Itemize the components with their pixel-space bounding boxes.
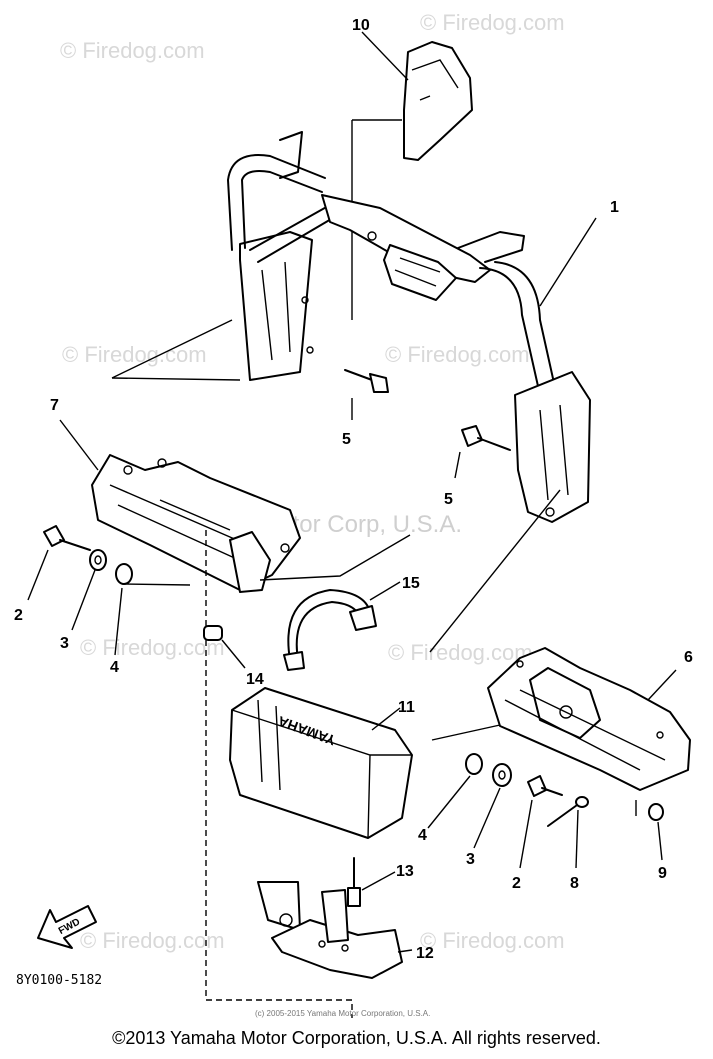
part-14-grommet xyxy=(203,625,223,641)
callout-13: 13 xyxy=(396,863,414,880)
callout-4: 4 xyxy=(110,659,119,676)
callout-1: 1 xyxy=(610,199,619,216)
callout-8: 8 xyxy=(570,875,579,892)
part-3-washer xyxy=(89,549,107,571)
watermark: © Firedog.com xyxy=(420,928,565,953)
part-11-battery: YAMAHA xyxy=(229,687,413,839)
watermark: © Firedog.com xyxy=(80,928,225,953)
part-7-bracket xyxy=(91,454,301,593)
callout-7: 7 xyxy=(50,397,59,414)
watermark: © Firedog.com xyxy=(80,635,225,660)
callout-12: 12 xyxy=(416,945,434,962)
part-9-nut xyxy=(648,803,664,821)
part-2-bolt xyxy=(43,525,91,551)
part-5-bolt xyxy=(461,425,511,451)
watermark: © Firedog.com xyxy=(385,342,530,367)
part-8-screw xyxy=(547,796,589,827)
part-4-washer xyxy=(115,563,133,585)
watermark: © Firedog.com xyxy=(388,640,533,665)
callout-3: 3 xyxy=(466,851,475,868)
callout-10: 10 xyxy=(352,17,370,34)
callout-6: 6 xyxy=(684,649,693,666)
part-code: 8Y0100-5182 xyxy=(16,973,102,988)
callout-9: 9 xyxy=(658,865,667,882)
part-5-bolt xyxy=(344,369,389,393)
part-3-washer xyxy=(492,763,512,787)
part-12-tray xyxy=(257,881,403,979)
part-15-strap xyxy=(283,589,377,671)
part-4-washer xyxy=(465,753,483,775)
part-10-cover xyxy=(403,41,473,161)
callout-4: 4 xyxy=(418,827,427,844)
watermark: © Firedog.com xyxy=(62,342,207,367)
part-6-bracket xyxy=(487,647,691,791)
callout-11: 11 xyxy=(398,699,415,716)
callout-2: 2 xyxy=(14,607,23,624)
watermark: © Firedog.com xyxy=(420,10,565,35)
callout-2: 2 xyxy=(512,875,521,892)
watermark: © Firedog.com xyxy=(60,38,205,63)
callout-14: 14 xyxy=(246,671,264,688)
small-copyright: (c) 2005-2015 Yamaha Motor Corporation, … xyxy=(255,1009,430,1018)
callout-15: 15 xyxy=(402,575,420,592)
part-1-frame xyxy=(227,131,591,523)
part-2-bolt xyxy=(527,775,563,797)
callout-3: 3 xyxy=(60,635,69,652)
callout-5: 5 xyxy=(342,431,351,448)
copyright-footer: ©2013 Yamaha Motor Corporation, U.S.A. A… xyxy=(112,1028,601,1048)
callout-5: 5 xyxy=(444,491,453,508)
fwd-arrow: FWD xyxy=(37,905,97,949)
part-13-vent-tube xyxy=(347,857,361,907)
callout-labels: 1 2 2 3 3 4 4 5 5 6 7 8 9 10 11 12 13 14… xyxy=(14,17,693,962)
